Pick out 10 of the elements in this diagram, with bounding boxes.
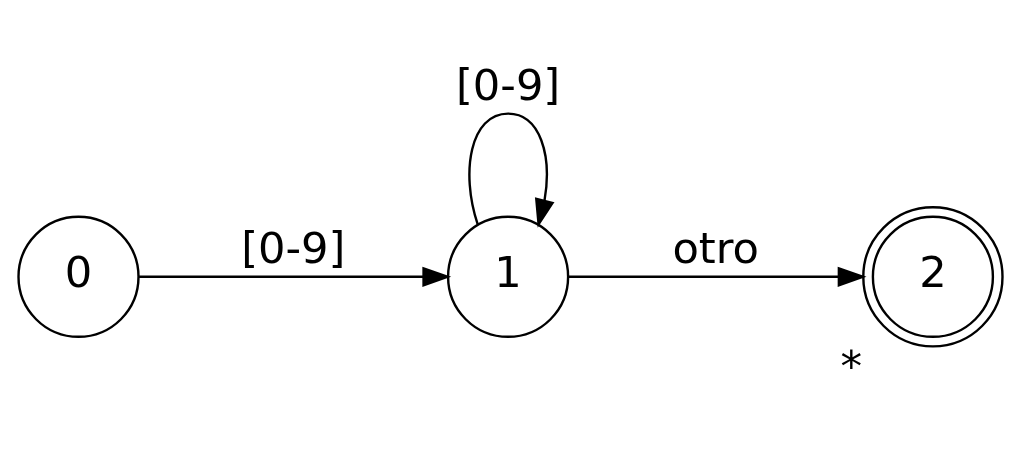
node-circle: 1 [446,215,570,338]
arrow [468,111,555,228]
node-circle: 0 [17,215,140,338]
edge-label: [0-9] [241,222,346,273]
edge-label: [0-9] [455,59,561,110]
node-circle: 2 [862,205,1004,348]
arrow [568,266,867,287]
edge-label: otro [672,222,759,273]
arrow [139,266,452,287]
node-label: * [840,340,863,391]
